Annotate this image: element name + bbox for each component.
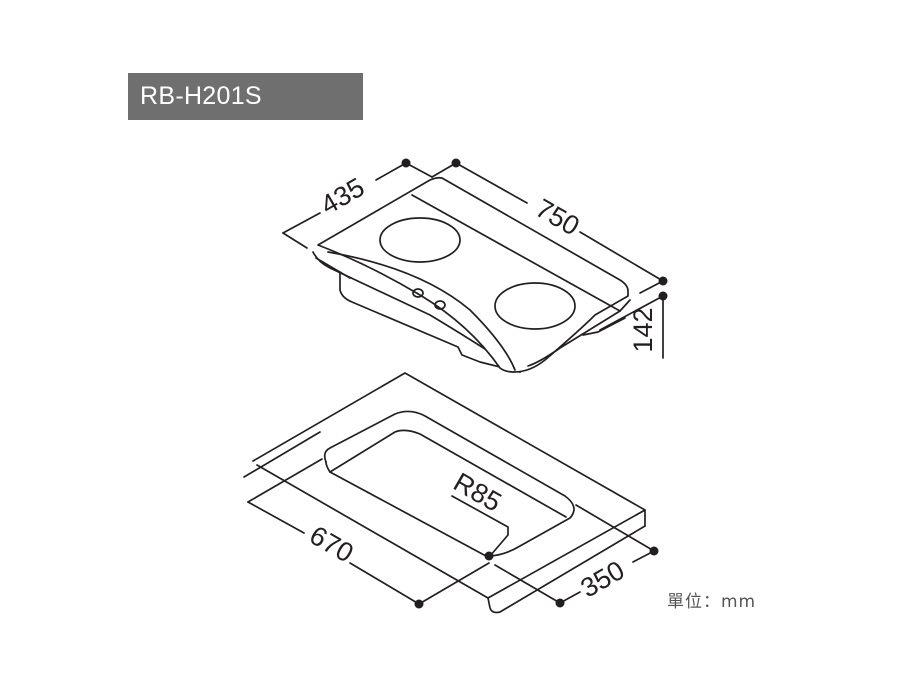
burner-right <box>494 282 576 330</box>
cooktop-base-tray <box>339 271 521 373</box>
unit-label: 單位：mm <box>667 592 757 612</box>
dim-height-label: 142 <box>628 307 658 352</box>
knob-left <box>412 288 424 298</box>
cooktop-drawing <box>312 176 631 373</box>
model-title: RB-H201S <box>128 73 363 120</box>
dim-142: 142 <box>599 291 668 359</box>
dim-350: 350 <box>494 504 659 608</box>
cutout-outline <box>323 410 575 557</box>
knob-right <box>434 300 446 310</box>
countertop-top-edge <box>252 372 646 527</box>
dim-cutout-width-label: 670 <box>304 520 358 569</box>
cooktop-top-plate <box>317 176 629 373</box>
dim-670: 670 <box>243 431 490 609</box>
dim-depth-label: 435 <box>315 172 369 221</box>
burner-left <box>379 217 461 263</box>
